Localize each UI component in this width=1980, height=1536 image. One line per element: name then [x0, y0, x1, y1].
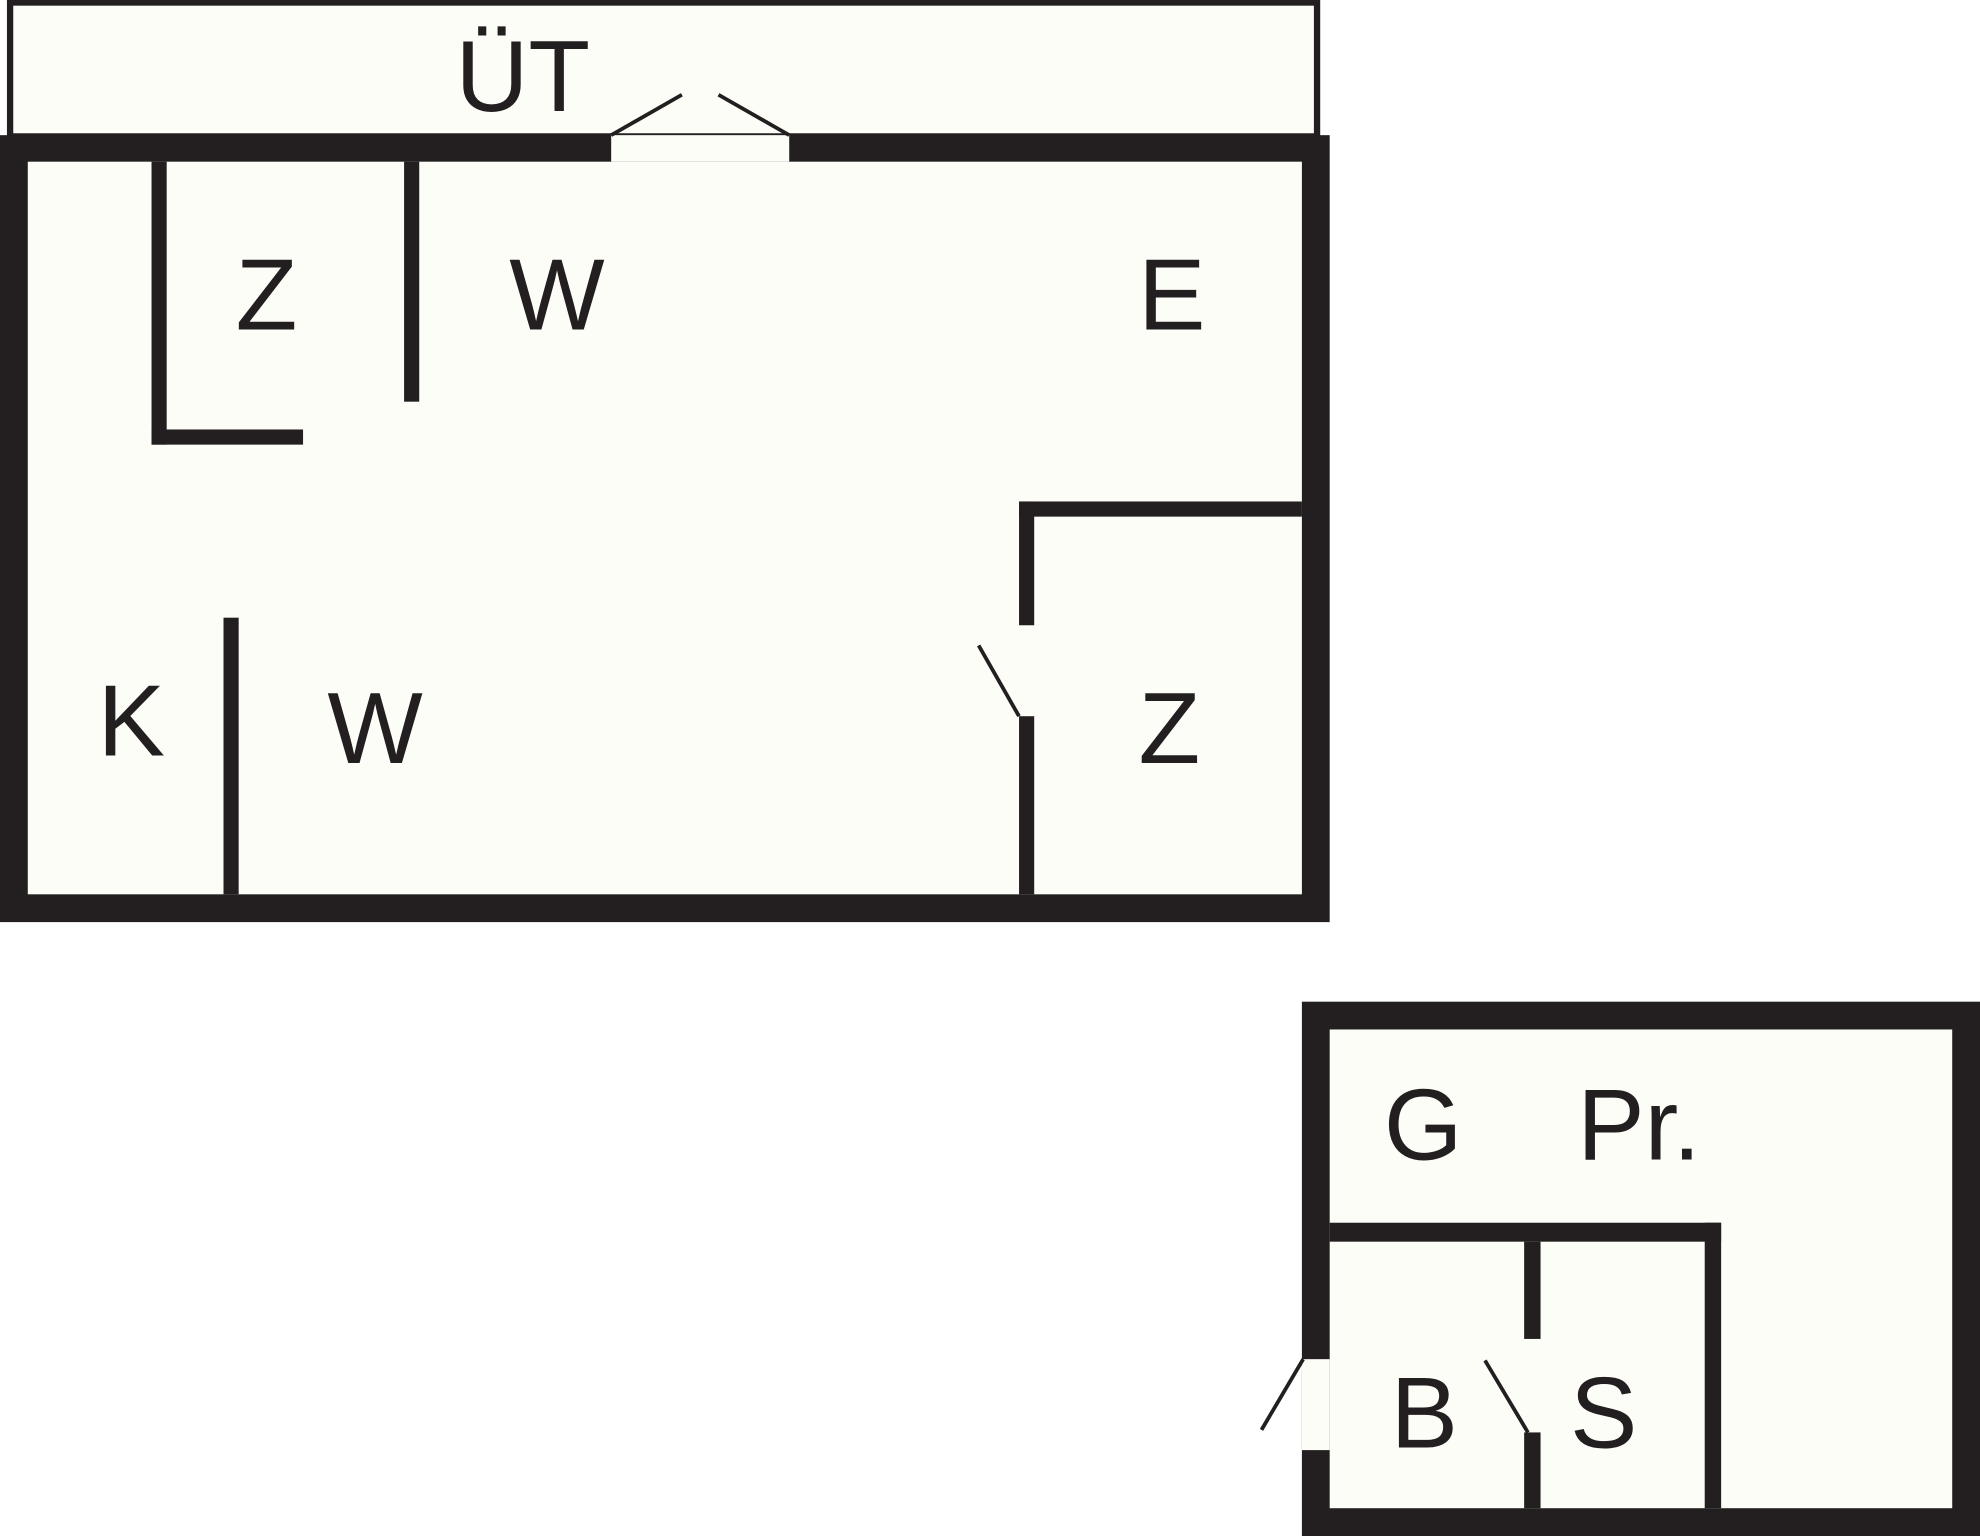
room-label: G — [1384, 1070, 1463, 1182]
interior-wall — [1329, 1222, 1722, 1242]
interior-wall — [1524, 1432, 1541, 1509]
interior-wall — [1704, 1222, 1722, 1509]
annex-building: G Pr. B S — [1259, 1001, 1980, 1536]
interior-wall — [151, 429, 304, 445]
main-building: Z W E K W Z — [0, 93, 1330, 923]
room-label: B — [1391, 1358, 1458, 1470]
room-label: S — [1570, 1358, 1637, 1470]
side-door-leaf — [1259, 1358, 1305, 1431]
room-door — [976, 644, 1021, 718]
room-label: Z — [236, 240, 298, 352]
interior-wall — [1019, 501, 1035, 626]
side-door-opening — [1301, 1359, 1330, 1451]
entrance-door-opening — [611, 135, 790, 162]
room-label: Z — [1138, 673, 1200, 785]
interior-wall — [1019, 716, 1035, 895]
room-label: W — [327, 673, 422, 785]
entrance-door-leaf-left — [610, 93, 683, 137]
terrace: ÜT — [6, 0, 1321, 140]
interior-wall — [1019, 501, 1302, 517]
interior-wall — [404, 161, 420, 402]
terrace-label: ÜT — [455, 21, 590, 133]
room-label: E — [1138, 240, 1205, 352]
room-label: Pr. — [1577, 1070, 1700, 1182]
room-label: K — [98, 665, 165, 777]
interior-wall — [151, 161, 167, 445]
room-door — [1483, 1359, 1530, 1434]
interior-wall — [223, 617, 239, 895]
entrance-door-leaf-right — [717, 93, 791, 137]
room-label: W — [509, 240, 604, 352]
interior-wall — [1524, 1241, 1541, 1339]
